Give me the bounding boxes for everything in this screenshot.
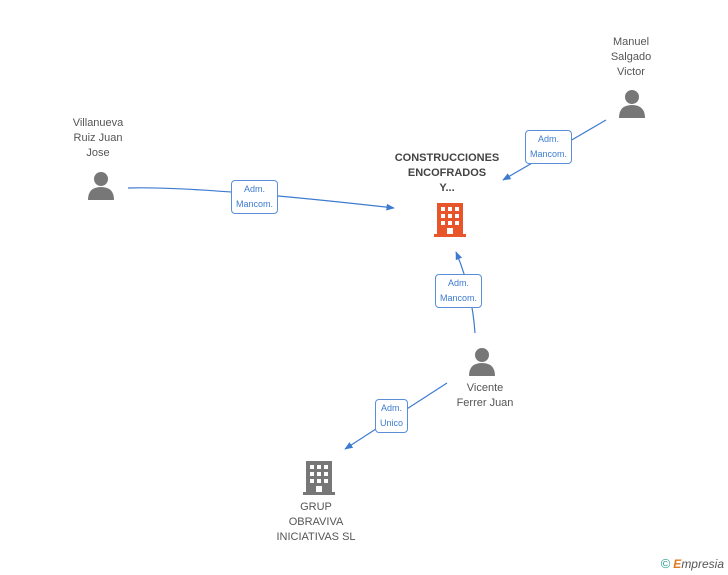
node-label-manuel: Manuel Salgado Victor — [610, 36, 652, 78]
edge-label-villanueva-to-main[interactable]: Adm. Mancom. — [231, 180, 279, 214]
edge-label-manuel-to-main[interactable]: Adm. Mancom. — [525, 130, 573, 164]
edge-villanueva-to-main — [127, 187, 395, 211]
person-icon[interactable] — [87, 170, 115, 200]
edge-label-vicente-to-main[interactable]: Adm. Mancom. — [435, 274, 483, 308]
copyright-symbol: © — [660, 556, 671, 571]
person-icon[interactable] — [618, 88, 646, 118]
brand-initial: E — [673, 557, 682, 571]
node-label-villanueva: Villanueva Ruiz Juan Jose — [72, 117, 124, 159]
building-icon[interactable] — [303, 461, 335, 495]
brand-name: mpresia — [681, 557, 724, 571]
person-icon[interactable] — [468, 346, 496, 376]
node-label-grup: GRUP OBRAVIVA INICIATIVAS SL — [276, 501, 356, 543]
building-icon[interactable] — [434, 203, 466, 237]
node-label-construcciones: CONSTRUCCIONES ENCOFRADOS Y... — [394, 152, 500, 194]
footer-brand: ©Empresia — [661, 556, 724, 571]
edge-label-vicente-to-grup[interactable]: Adm. Unico — [375, 399, 409, 433]
node-label-vicente: Vicente Ferrer Juan — [456, 382, 514, 409]
